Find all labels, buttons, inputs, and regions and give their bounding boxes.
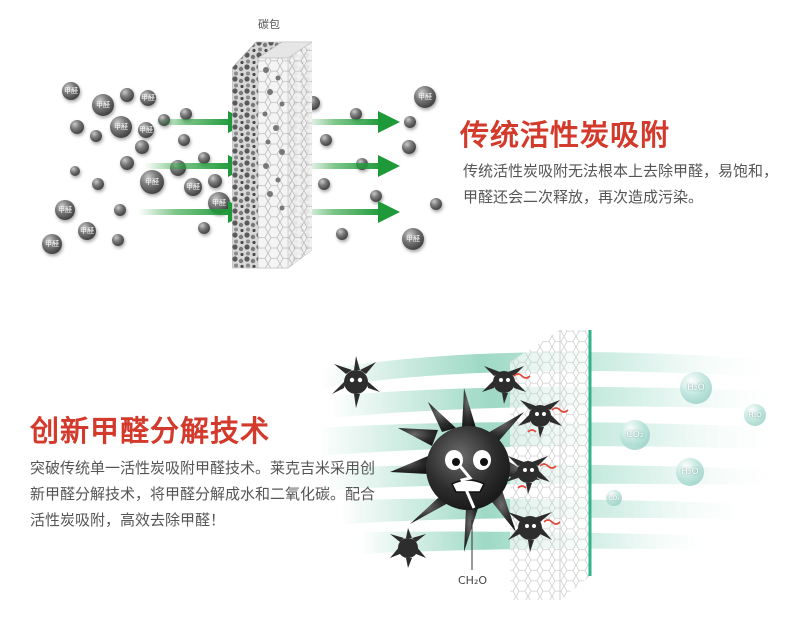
activated-carbon-filter: [232, 41, 312, 269]
traditional-carbon-section: 碳包 甲醛 甲醛 甲醛 甲醛 甲醛 甲醛 甲醛 甲醛 甲醛 甲醛 甲醛 甲醛 甲…: [0, 0, 790, 300]
formaldehyde-molecule: [120, 88, 134, 102]
formaldehyde-molecule: [70, 166, 80, 176]
formaldehyde-molecule: 甲醛: [184, 178, 202, 196]
decomposition-title: 创新甲醛分解技术: [30, 414, 271, 448]
formaldehyde-virus-small: [332, 356, 562, 568]
formaldehyde-molecule: 甲醛: [140, 90, 156, 106]
formaldehyde-molecule: [114, 204, 126, 216]
formaldehyde-molecule: [180, 108, 192, 120]
formaldehyde-molecule: 甲醛: [414, 86, 436, 108]
traditional-title: 传统活性炭吸附: [460, 118, 671, 152]
formaldehyde-molecule: [208, 174, 222, 188]
formaldehyde-molecule: [350, 108, 362, 120]
formaldehyde-molecule: 甲醛: [55, 200, 75, 220]
formaldehyde-molecule: [402, 140, 416, 154]
decomposition-illustration: [318, 330, 790, 600]
formaldehyde-virus-large: [390, 388, 540, 552]
reaction-sparks: [513, 373, 569, 525]
h2o-bubble: H₂O: [676, 458, 704, 486]
formaldehyde-molecule: [370, 190, 382, 202]
ch2o-label: CH₂O: [458, 574, 488, 587]
traditional-description: 传统活性炭吸附无法根本上去除甲醛，易饱和，甲醛还会二次释放，再次造成污染。: [463, 162, 779, 206]
formaldehyde-molecule: [92, 178, 104, 190]
formaldehyde-molecule: [198, 222, 210, 234]
formaldehyde-molecule: [135, 140, 149, 154]
formaldehyde-molecule: [430, 198, 442, 210]
formaldehyde-molecule: [120, 156, 134, 170]
formaldehyde-molecule: 甲醛: [62, 82, 80, 100]
formaldehyde-molecule: 甲醛: [402, 228, 424, 250]
co2-bubble: CO₂: [620, 420, 650, 450]
h2o-bubble: H₂O: [744, 404, 766, 426]
formaldehyde-molecule: [90, 130, 102, 142]
formaldehyde-molecule: [112, 234, 124, 246]
decomposition-section: H₂O H₂O CO₂ H₂O CO₂ 创新甲醛分解技术 突破传统单一活性炭吸附…: [0, 300, 790, 637]
formaldehyde-molecule: 甲醛: [78, 222, 96, 240]
h2o-bubble: H₂O: [680, 372, 712, 404]
airflow-arrow: [300, 201, 400, 223]
carbon-pack-label: 碳包: [258, 18, 280, 31]
formaldehyde-molecule: 甲醛: [140, 170, 164, 194]
airflow-arrow: [304, 111, 400, 133]
co2-bubble: CO₂: [606, 490, 622, 506]
formaldehyde-molecule: [404, 116, 416, 128]
formaldehyde-molecule: [336, 228, 348, 240]
formaldehyde-molecule: [198, 152, 210, 164]
decomposition-description: 突破传统单一活性炭吸附甲醛技术。莱克吉米采用创新甲醛分解技术，将甲醛分解成水和二…: [30, 459, 376, 529]
formaldehyde-molecule: 甲醛: [110, 116, 132, 138]
formaldehyde-molecule: [320, 134, 332, 146]
formaldehyde-molecule: 甲醛: [138, 122, 154, 138]
airflow-arrow: [304, 155, 400, 177]
formaldehyde-molecule: 甲醛: [42, 234, 62, 254]
formaldehyde-molecule: 甲醛: [208, 192, 230, 214]
formaldehyde-molecule: [70, 120, 84, 134]
formaldehyde-molecule: [178, 134, 190, 146]
formaldehyde-molecule: 甲醛: [92, 94, 114, 116]
formaldehyde-molecule: [318, 178, 330, 190]
